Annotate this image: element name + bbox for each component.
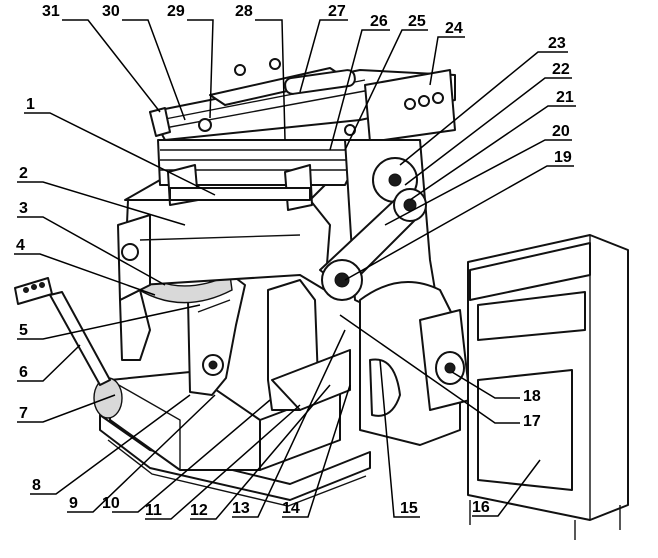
callout-10: 10 <box>102 495 120 512</box>
control-cabinet <box>467 234 629 540</box>
callout-11: 11 <box>145 502 162 519</box>
callout-16: 16 <box>472 499 490 516</box>
crank-arm <box>319 188 427 301</box>
callout-27: 27 <box>328 3 346 20</box>
drive-housing <box>364 69 456 143</box>
callout-labels: 31 30 29 28 27 26 25 24 23 22 21 20 19 1… <box>16 3 574 519</box>
lower-frame <box>119 269 351 411</box>
callout-21: 21 <box>556 89 574 106</box>
callout-4: 4 <box>16 237 25 254</box>
callout-2: 2 <box>19 165 28 182</box>
callout-26: 26 <box>370 13 388 30</box>
callout-1: 1 <box>26 96 35 113</box>
callout-17: 17 <box>523 413 541 430</box>
callout-19: 19 <box>554 149 572 166</box>
callout-14: 14 <box>282 500 300 517</box>
upper-carriage <box>157 139 356 211</box>
callout-22: 22 <box>552 61 570 78</box>
gearbox <box>359 281 471 446</box>
callout-31: 31 <box>42 3 60 20</box>
callout-12: 12 <box>190 502 208 519</box>
callout-24: 24 <box>445 20 463 37</box>
callout-15: 15 <box>400 500 418 517</box>
leader-lines <box>14 19 576 520</box>
callout-28: 28 <box>235 3 253 20</box>
callout-23: 23 <box>548 35 566 52</box>
callout-3: 3 <box>19 200 28 217</box>
callout-8: 8 <box>32 477 41 494</box>
callout-13: 13 <box>232 500 250 517</box>
callout-6: 6 <box>19 364 28 381</box>
callout-9: 9 <box>69 495 78 512</box>
callout-20: 20 <box>552 123 570 140</box>
callout-7: 7 <box>19 405 28 422</box>
callout-18: 18 <box>523 388 541 405</box>
callout-29: 29 <box>167 3 185 20</box>
callout-5: 5 <box>19 322 28 339</box>
callout-30: 30 <box>102 3 120 20</box>
callout-25: 25 <box>408 13 426 30</box>
pendant-lever <box>14 277 111 386</box>
